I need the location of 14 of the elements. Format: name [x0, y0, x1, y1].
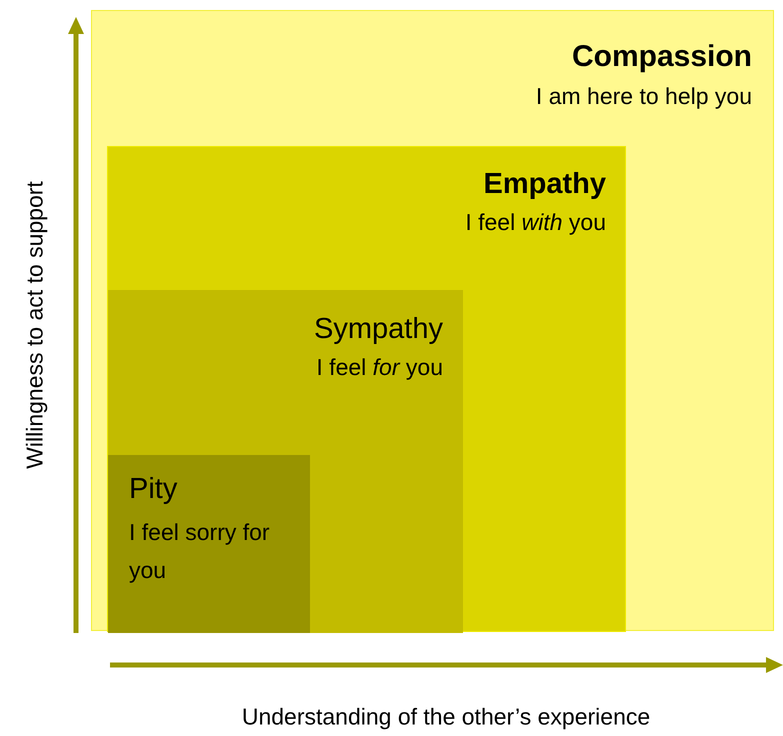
- category-description: I feel sorry for you: [129, 518, 271, 585]
- category-title: Empathy: [484, 167, 606, 202]
- category-description: I feel for you: [316, 354, 443, 382]
- axis-label: Willingness to act to support: [22, 181, 48, 469]
- category-title: Compassion: [572, 39, 752, 75]
- category-box: [108, 455, 310, 633]
- category-title: Pity: [129, 472, 178, 507]
- category-description: I am here to help you: [536, 82, 752, 110]
- category-box: [108, 290, 463, 633]
- axis-label: Understanding of the other’s experience: [242, 704, 650, 730]
- category-box: [107, 146, 626, 632]
- category-title: Sympathy: [314, 312, 443, 347]
- category-box: [91, 10, 774, 631]
- category-description: I feel with you: [465, 209, 606, 237]
